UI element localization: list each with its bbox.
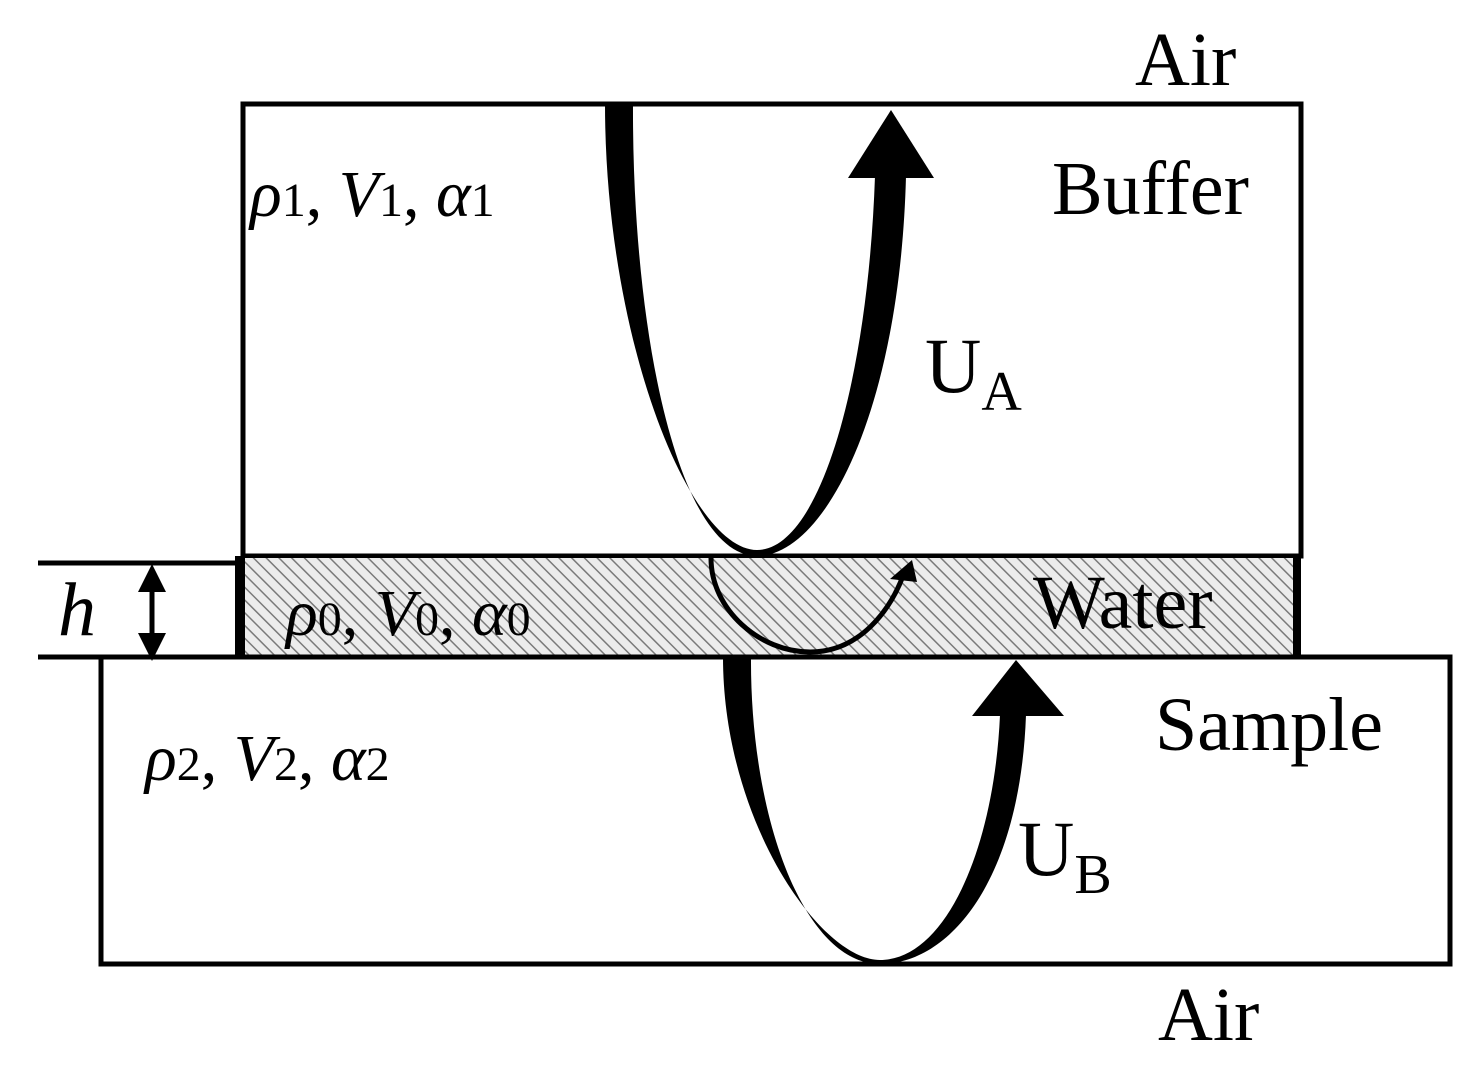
thickness-label: h (58, 568, 96, 652)
air-top-label: Air (1135, 18, 1236, 102)
water-wave-arrowhead-icon (890, 560, 917, 582)
sample-params: ρ2, V2, α2 (143, 722, 390, 795)
echo-a-label: UA (925, 322, 1022, 423)
air-bottom-label: Air (1158, 973, 1259, 1057)
echo-a-arrowhead-icon (848, 110, 934, 178)
water-layer (240, 558, 1296, 655)
thickness-arrow-down-icon (138, 633, 166, 661)
water-wave-icon (708, 557, 906, 655)
thickness-arrow-up-icon (138, 564, 166, 592)
sample-block (98, 654, 1453, 967)
water-params: ρ0, V0, α0 (284, 577, 531, 650)
sample-label: Sample (1155, 683, 1383, 767)
echo-b-arrowhead-icon (972, 660, 1064, 716)
echo-b-label: UB (1018, 805, 1112, 906)
buffer-params: ρ1, V1, α1 (248, 158, 495, 231)
echo-b-wave-icon (723, 657, 1026, 964)
water-label: Water (1033, 561, 1213, 645)
buffer-label: Buffer (1052, 147, 1249, 231)
buffer-block (240, 101, 1304, 559)
